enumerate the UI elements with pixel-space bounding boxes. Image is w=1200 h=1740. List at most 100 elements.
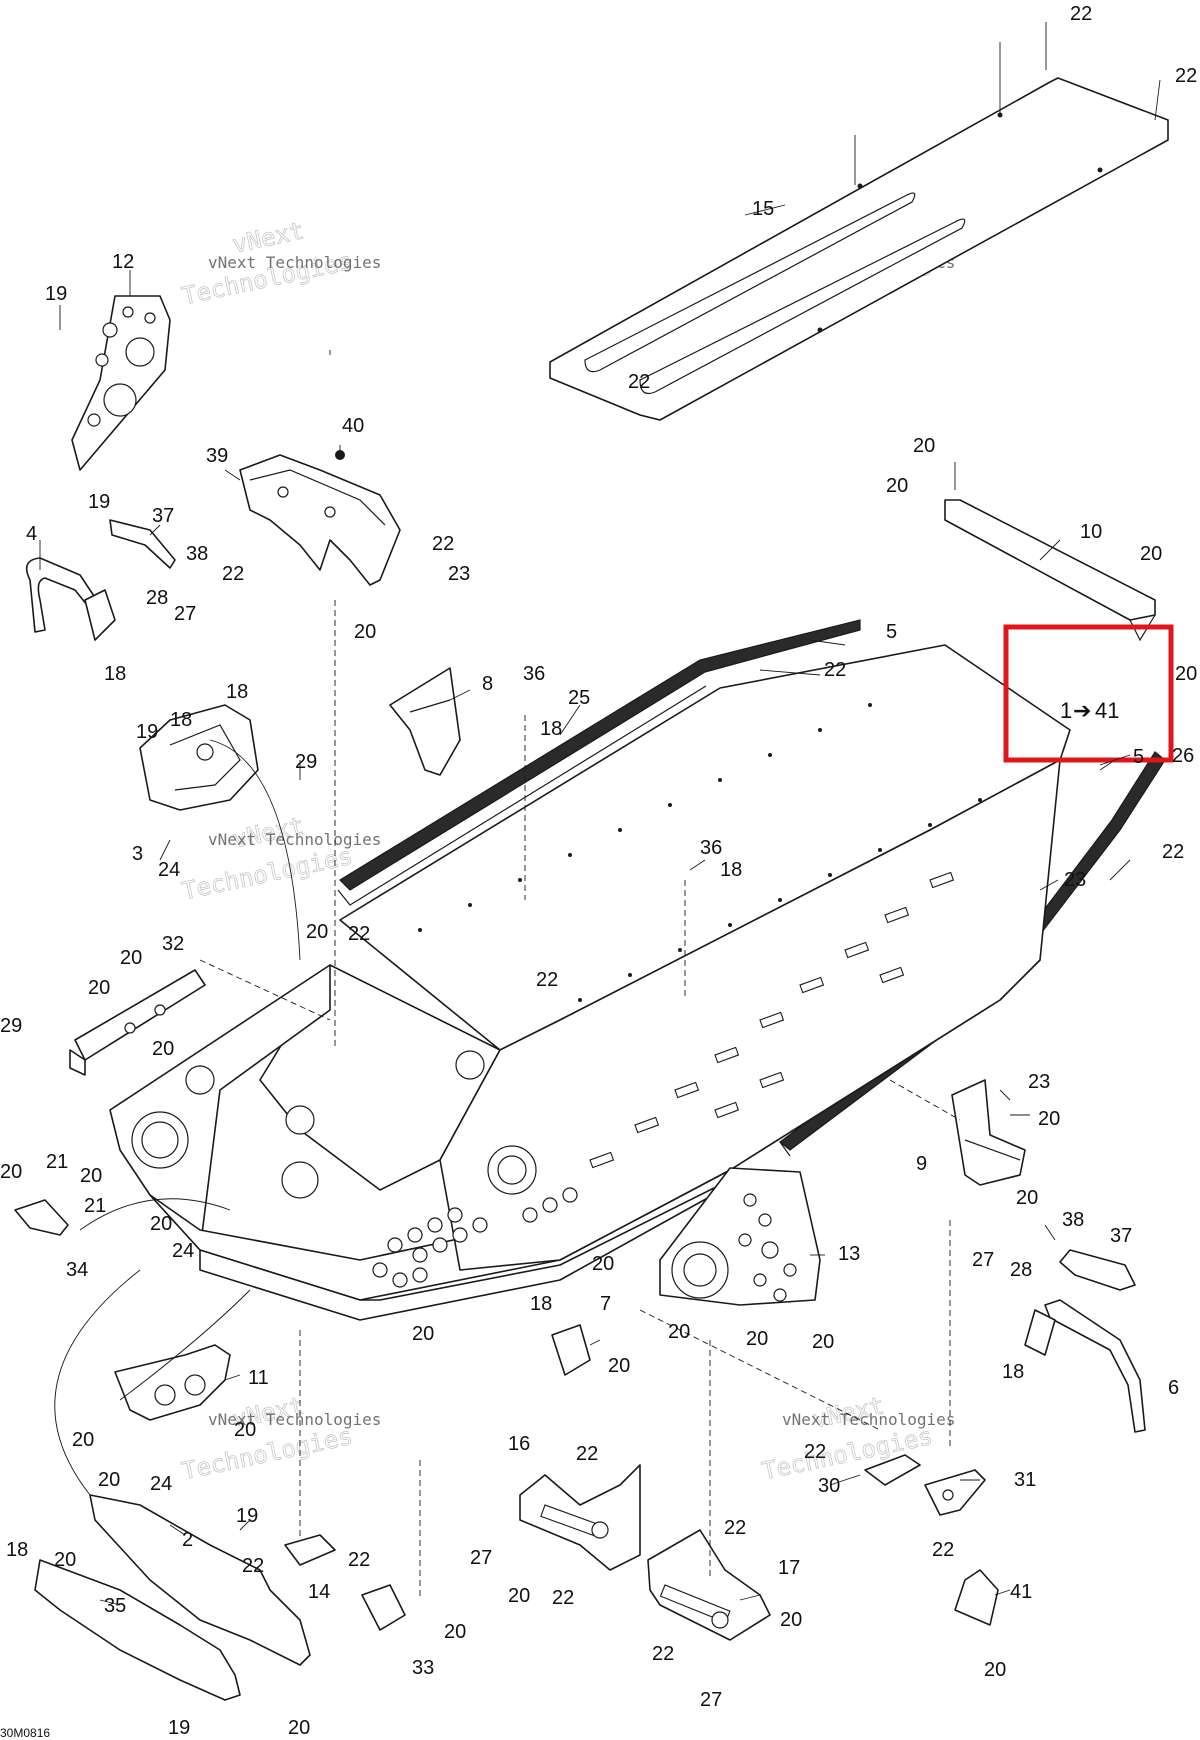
- highlight-group: 1 ➔ 41 5: [1003, 624, 1174, 768]
- callout-3: 3: [132, 843, 143, 865]
- callout-21: 21: [84, 1195, 106, 1217]
- watermark-3: vNext Technologies: [179, 811, 355, 906]
- watermark-small-1: vNext Technologies: [208, 253, 381, 272]
- watermark-small-3: vNext Technologies: [208, 830, 381, 849]
- callout-16: 16: [508, 1433, 530, 1455]
- callout-23: 23: [448, 563, 470, 585]
- part-13-side-plate: [659, 1167, 821, 1306]
- callout-18: 18: [540, 718, 562, 740]
- callout-20: 20: [608, 1355, 630, 1377]
- callout-22: 22: [1070, 3, 1092, 25]
- callout-22: 22: [804, 1441, 826, 1463]
- callout-24: 24: [150, 1473, 172, 1495]
- tunnel-slots: [589, 871, 955, 1169]
- callout-22: 22: [348, 923, 370, 945]
- watermark-small-6: vNext Technologies: [782, 1410, 955, 1429]
- callout-32: 32: [162, 933, 184, 955]
- callout-19: 19: [168, 1717, 190, 1739]
- tunnel-rivets: [418, 703, 982, 1002]
- callout-22: 22: [1162, 841, 1184, 863]
- callout-27: 27: [700, 1689, 722, 1711]
- part-7-bracket: [551, 1324, 591, 1376]
- callout-4: 4: [26, 523, 37, 545]
- part-5-tunnel: [109, 644, 1071, 1321]
- callout-22: 22: [576, 1443, 598, 1465]
- callout-27: 27: [174, 603, 196, 625]
- callout-22: 22: [824, 659, 846, 681]
- callout-37: 37: [1110, 1225, 1132, 1247]
- callout-20: 20: [288, 1717, 310, 1739]
- part-31-bracket: [924, 1469, 986, 1516]
- callout-18: 18: [1002, 1361, 1024, 1383]
- callout-28: 28: [146, 587, 168, 609]
- callout-19: 19: [136, 721, 158, 743]
- callout-40: 40: [342, 415, 364, 437]
- callout-36: 36: [700, 837, 722, 859]
- callout-20: 20: [984, 1659, 1006, 1681]
- callout-20: 20: [508, 1585, 530, 1607]
- callout-17: 17: [778, 1557, 800, 1579]
- callout-20: 20: [80, 1165, 102, 1187]
- callout-20: 20: [98, 1469, 120, 1491]
- highlight-range-arrow: ➔: [1073, 698, 1091, 723]
- callout-20: 20: [234, 1419, 256, 1441]
- callout-19: 19: [45, 283, 67, 305]
- part-14-bracket: [284, 1534, 336, 1566]
- callout-19: 19: [236, 1505, 258, 1527]
- highlight-range-end: 41: [1095, 698, 1119, 723]
- callout-38: 38: [186, 543, 208, 565]
- part-6-handle-right: [1024, 1249, 1146, 1433]
- callout-18: 18: [170, 709, 192, 731]
- callout-22: 22: [1175, 65, 1197, 87]
- callout-22: 22: [348, 1549, 370, 1571]
- callout-27: 27: [972, 1249, 994, 1271]
- callout-22: 22: [724, 1517, 746, 1539]
- callout-19: 19: [88, 491, 110, 513]
- callout-18: 18: [104, 663, 126, 685]
- callout-22: 22: [652, 1643, 674, 1665]
- callout-20: 20: [1175, 663, 1197, 685]
- callout-27: 27: [470, 1547, 492, 1569]
- highlight-range-start: 1: [1060, 698, 1072, 723]
- callout-29: 29: [295, 751, 317, 773]
- callout-6: 6: [1168, 1377, 1179, 1399]
- callout-18: 18: [530, 1293, 552, 1315]
- callout-15: 15: [752, 198, 774, 220]
- part-32-bracket: [69, 969, 206, 1076]
- callout-20: 20: [354, 621, 376, 643]
- callout-18: 18: [6, 1539, 28, 1561]
- part-41-bracket: [954, 1569, 999, 1626]
- part-12-side-plate: [71, 295, 171, 471]
- callout-8: 8: [482, 673, 493, 695]
- callout-7: 7: [600, 1293, 611, 1315]
- callout-20: 20: [1016, 1187, 1038, 1209]
- part-9-bracket: [951, 1079, 1026, 1186]
- callout-5: 5: [886, 621, 897, 643]
- callout-20: 20: [306, 921, 328, 943]
- callout-20: 20: [54, 1549, 76, 1571]
- callout-20: 20: [88, 977, 110, 999]
- callout-20: 20: [120, 947, 142, 969]
- diagram-code: 30M0816: [0, 1726, 50, 1740]
- callouts: 22 22 15 22 12 19 19 40 39 22 22 23 37 3…: [0, 3, 1197, 1739]
- part-10-plate: [944, 499, 1156, 642]
- callout-39: 39: [206, 445, 228, 467]
- callout-22: 22: [552, 1587, 574, 1609]
- part-25-left-rail: [337, 619, 861, 906]
- highlight-callout: 5: [1133, 746, 1144, 768]
- callout-20: 20: [152, 1038, 174, 1060]
- callout-18: 18: [226, 681, 248, 703]
- callout-21: 21: [46, 1151, 68, 1173]
- part-11-bracket: [114, 1344, 231, 1421]
- callout-20: 20: [592, 1253, 614, 1275]
- callout-30: 30: [818, 1475, 840, 1497]
- part-4-handle-left: [25, 519, 176, 641]
- callout-20: 20: [913, 435, 935, 457]
- callout-18: 18: [720, 859, 742, 881]
- part-8-bracket: [389, 667, 461, 776]
- callout-20: 20: [0, 1161, 22, 1183]
- callout-14: 14: [308, 1581, 330, 1603]
- callout-20: 20: [1038, 1108, 1060, 1130]
- callout-13: 13: [838, 1243, 860, 1265]
- callout-24: 24: [172, 1240, 194, 1262]
